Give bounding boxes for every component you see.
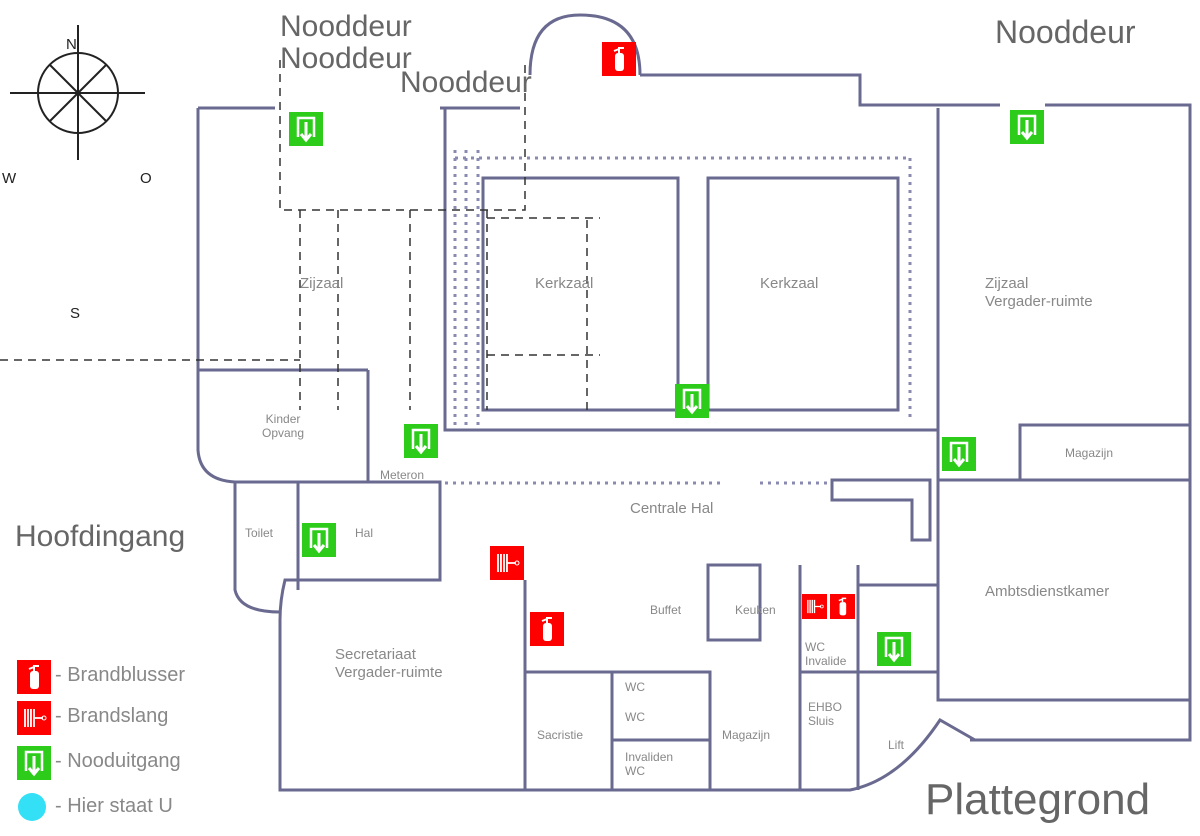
fire-extinguisher-icon	[530, 612, 564, 646]
room-zijzaal: Zijzaal	[300, 275, 344, 292]
room-zijzaal-vergader: Zijzaal Vergader-ruimte	[985, 275, 1093, 310]
room-meteron: Meteron	[380, 468, 425, 482]
fire-hose-icon	[17, 701, 51, 735]
you-are-here-icon	[18, 793, 46, 821]
room-wc-1: WC	[625, 680, 645, 694]
fire-extinguisher-icon	[17, 660, 51, 694]
legend-label: - Hier staat U	[55, 795, 173, 817]
label-nooddeur-right: Nooddeur	[995, 14, 1136, 50]
room-secretariaat: Secretariaat Vergader-ruimte	[335, 646, 443, 681]
room-sacristie: Sacristie	[537, 728, 584, 742]
room-wc-invalide: WC Invalide	[805, 640, 847, 668]
fire-extinguisher-icon	[830, 594, 855, 619]
label-nooddeur-2: Nooddeur	[280, 42, 412, 75]
emergency-exit-icon	[302, 523, 336, 557]
fire-extinguisher-icon	[602, 42, 636, 76]
emergency-exit-icon	[289, 112, 323, 146]
emergency-exit-icon	[942, 437, 976, 471]
room-keuken: Keuken	[735, 603, 776, 617]
compass-north: N	[66, 36, 77, 53]
room-ehbo: EHBO Sluis	[808, 700, 843, 728]
room-magazijn: Magazijn	[722, 728, 771, 742]
room-toilet: Toilet	[245, 526, 274, 540]
emergency-exit-icon	[1010, 110, 1044, 144]
compass-south: S	[70, 305, 81, 322]
emergency-exit-icon	[404, 424, 438, 458]
room-hal: Hal	[355, 526, 374, 540]
room-buffet: Buffet	[650, 603, 682, 617]
label-nooddeur-3: Nooddeur	[400, 66, 532, 99]
plan-title: Plattegrond	[925, 775, 1151, 824]
room-wc-2: WC	[625, 710, 645, 724]
emergency-exit-icon	[877, 632, 911, 666]
legend-label: - Brandslang	[55, 705, 169, 727]
room-kerkzaal-right: Kerkzaal	[760, 275, 819, 292]
compass-west: W	[2, 170, 17, 187]
room-ambtskamer: Ambtsdienstkamer	[985, 583, 1110, 600]
fire-hose-icon	[802, 594, 827, 619]
room-invaliden-wc: Invaliden WC	[625, 750, 674, 778]
fire-hose-icon	[490, 546, 524, 580]
legend-label: - Brandblusser	[55, 664, 186, 686]
room-magazijn-right: Magazijn	[1065, 446, 1114, 460]
room-kinder: Kinder Opvang	[262, 412, 305, 440]
emergency-exit-icon	[675, 384, 709, 418]
label-nooddeur-1: Nooddeur	[280, 10, 412, 43]
label-hoofdingang: Hoofdingang	[15, 520, 186, 553]
compass-east: O	[140, 170, 152, 187]
room-centrale-hal: Centrale Hal	[630, 500, 714, 517]
emergency-exit-icon	[17, 746, 51, 780]
room-lift: Lift	[888, 738, 905, 752]
compass-rose	[10, 25, 145, 160]
legend-label: - Nooduitgang	[55, 750, 181, 772]
room-kerkzaal-left: Kerkzaal	[535, 275, 594, 292]
